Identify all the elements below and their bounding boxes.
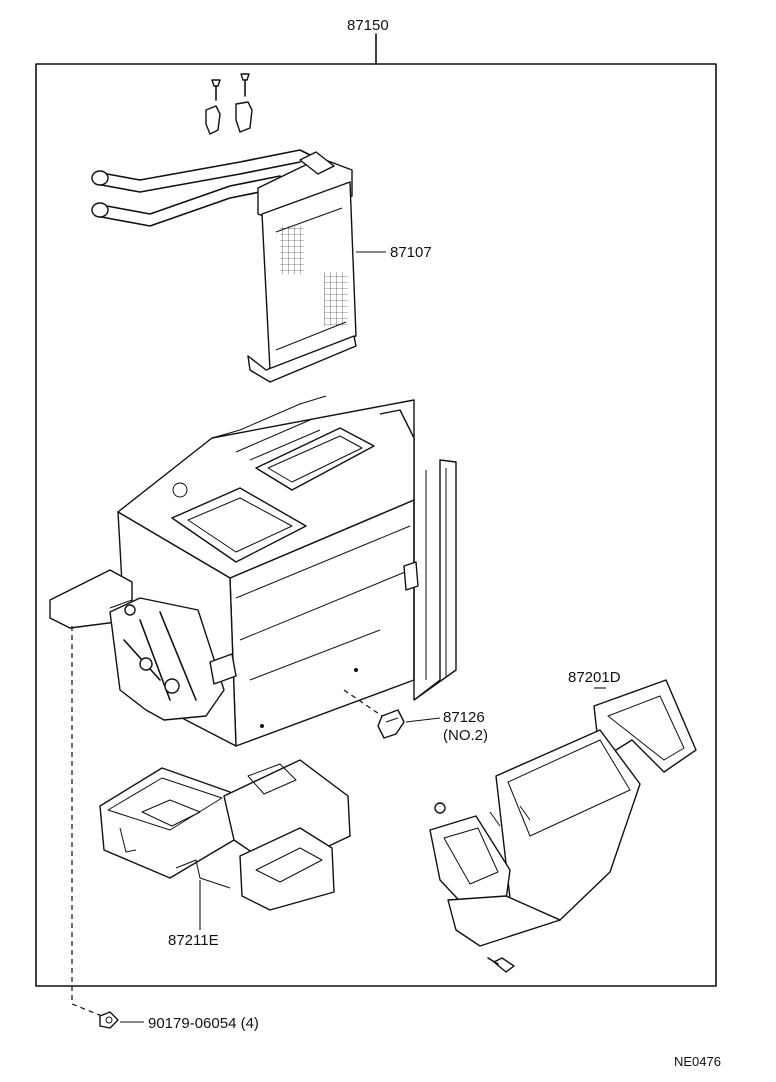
heater-case-icon (49, 395, 457, 747)
duct-screw-icon (487, 957, 515, 973)
label-screw: 90179-06054 (4) (148, 1015, 259, 1032)
figure-code: NE0476 (674, 1054, 721, 1069)
label-87126: 87126 (443, 709, 485, 726)
clip-87126-icon (343, 689, 405, 739)
label-87150: 87150 (347, 17, 389, 34)
lower-duct-icon (99, 759, 351, 911)
assembly-frame (35, 33, 717, 987)
label-87107: 87107 (390, 244, 432, 261)
top-clips-icon (205, 73, 253, 135)
label-no2: (NO.2) (443, 727, 488, 744)
label-87201d: 87201D (568, 669, 621, 686)
mounting-nut-icon (71, 626, 119, 1029)
right-duct-icon (429, 679, 697, 947)
heater-core-icon (91, 149, 357, 383)
label-87211e: 87211E (168, 932, 219, 949)
